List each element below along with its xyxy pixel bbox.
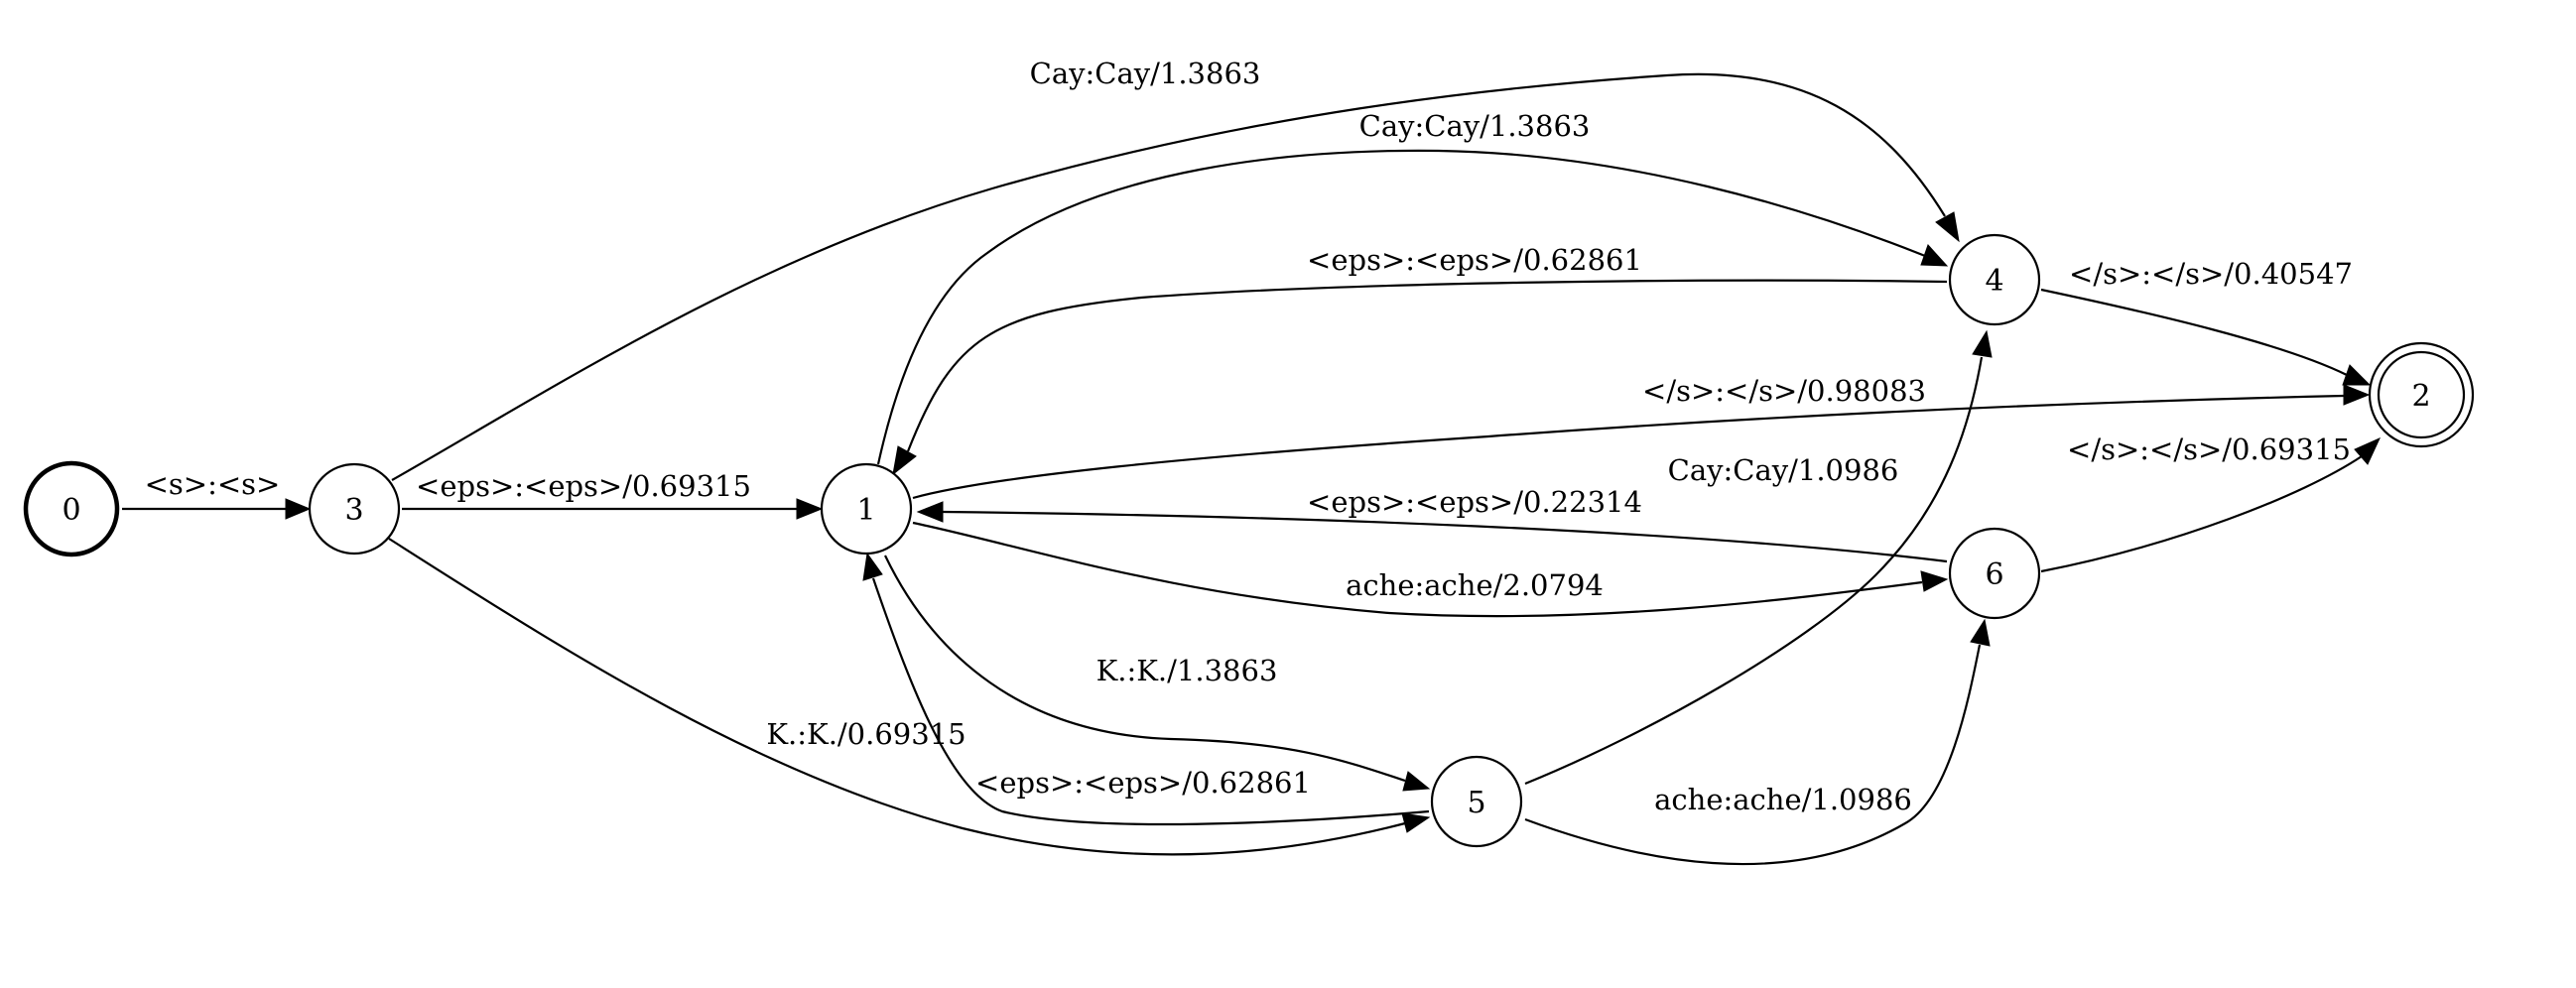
state-5-label: 5 (1467, 786, 1485, 820)
edge-label-3-4: Cay:Cay/1.3863 (1030, 57, 1261, 90)
edge-5-6 (1524, 618, 1991, 866)
edge-label-5-4: Cay:Cay/1.0986 (1668, 453, 1899, 487)
state-6-label: 6 (1985, 557, 2003, 592)
state-2-label: 2 (2411, 379, 2430, 414)
state-3: 3 (308, 462, 401, 556)
edge-label-4-2: </s>:</s>/0.40547 (2069, 257, 2353, 291)
edge-4-1 (892, 279, 1948, 476)
edge-3-5 (388, 538, 1431, 856)
edge-1-2 (912, 384, 2371, 500)
edge-label-1-2: </s>:</s>/0.98083 (1642, 374, 1926, 408)
edge-1-6 (912, 521, 1949, 618)
state-0-label: 0 (62, 493, 80, 528)
edge-label-6-1: <eps>:<eps>/0.22314 (1307, 485, 1642, 519)
edge-label-0-3: <s>:<s> (145, 467, 281, 501)
edge-label-1-4: Cay:Cay/1.3863 (1359, 109, 1591, 143)
edge-label-1-6: ache:ache/2.0794 (1346, 568, 1604, 602)
edge-label-6-2: </s>:</s>/0.69315 (2067, 432, 2351, 466)
edge-label-3-5: K.:K./0.69315 (766, 717, 966, 751)
state-3-label: 3 (344, 493, 363, 528)
edge-6-1 (916, 501, 1948, 563)
state-4: 4 (1948, 233, 2041, 326)
state-0: 0 (23, 460, 120, 557)
edge-3-4-top (391, 72, 1960, 481)
edge-4-2 (2040, 288, 2372, 386)
edge-label-5-1: <eps>:<eps>/0.62861 (975, 766, 1311, 800)
state-5: 5 (1430, 755, 1523, 848)
state-6: 6 (1948, 527, 2041, 620)
edge-label-5-6: ache:ache/1.0986 (1654, 783, 1912, 816)
edge-6-2 (2040, 437, 2382, 573)
edge-1-5 (884, 555, 1431, 792)
edge-5-1 (862, 552, 1430, 826)
edge-1-4 (876, 149, 1949, 465)
state-1: 1 (820, 462, 913, 556)
edge-label-1-5: K.:K./1.3863 (1096, 654, 1278, 687)
edge-3-1 (402, 498, 824, 520)
state-1-label: 1 (856, 493, 875, 528)
edge-label-4-1: <eps>:<eps>/0.62861 (1307, 243, 1642, 277)
state-4-label: 4 (1985, 264, 2003, 299)
edge-0-3 (122, 498, 312, 520)
edge-label-3-1: <eps>:<eps>/0.69315 (416, 469, 751, 503)
state-2-final: 2 (2368, 341, 2475, 448)
